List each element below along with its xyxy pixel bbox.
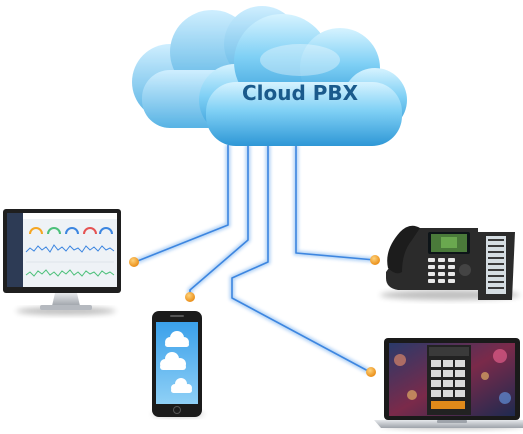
node-dot-smartphone xyxy=(185,292,195,302)
dashboard-sidebar xyxy=(7,213,23,287)
dashboard-header xyxy=(23,213,117,219)
line-to-desktop xyxy=(134,145,229,263)
desktop-monitor xyxy=(3,209,121,315)
monitor-screen xyxy=(7,213,117,287)
softphone-call-button xyxy=(431,401,465,409)
smartphone-speaker xyxy=(170,315,184,317)
laptop-wallpaper-lights xyxy=(394,349,511,404)
laptop xyxy=(374,338,523,429)
dashboard-chart-top xyxy=(25,244,115,253)
line-to-laptop xyxy=(231,145,371,373)
node-dot-laptop xyxy=(366,367,376,377)
monitor-base xyxy=(40,305,92,310)
cloud-pbx: Cloud PBX xyxy=(132,6,407,146)
smartphone-home-button xyxy=(173,406,181,414)
connection-nodes xyxy=(129,255,380,377)
ip-desk-phone xyxy=(380,225,520,300)
node-dot-desk-phone xyxy=(370,255,380,265)
connection-lines xyxy=(134,145,376,375)
smartphone xyxy=(152,311,204,417)
monitor-stand xyxy=(52,293,80,306)
phone-keypad xyxy=(428,258,455,283)
line-to-desk-phone xyxy=(295,145,376,261)
cloud-highlight xyxy=(260,44,340,76)
smartphone-cloud-icons xyxy=(160,331,192,393)
softphone-dialpad xyxy=(431,360,465,397)
cloud-label: Cloud PBX xyxy=(242,81,359,105)
phone-nav-button xyxy=(459,264,471,276)
node-dot-desktop xyxy=(129,257,139,267)
cloud-front xyxy=(199,14,407,146)
dashboard-gauges xyxy=(29,227,113,235)
laptop-base xyxy=(374,420,523,428)
phone-handset xyxy=(387,225,420,274)
dashboard-chart-bottom xyxy=(25,269,115,277)
